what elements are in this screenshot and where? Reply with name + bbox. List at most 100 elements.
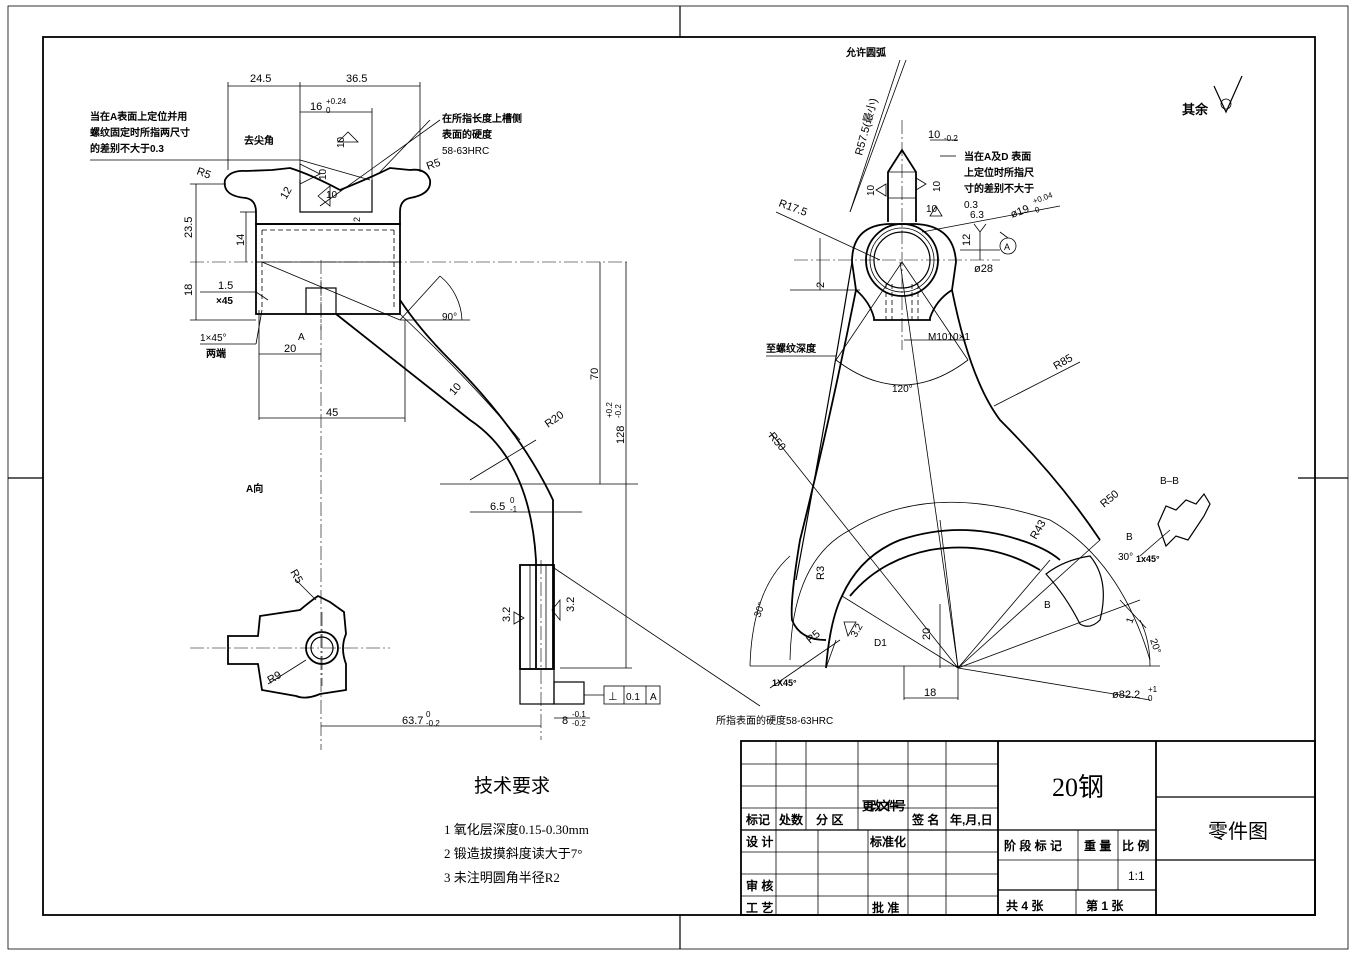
- frame-value: 0.1: [626, 692, 640, 703]
- chamfer-1x45-b: 1x45°: [1136, 554, 1160, 564]
- note-a-line1: 当在A表面上定位并用: [90, 110, 187, 123]
- frame-perp: ⊥: [608, 691, 618, 703]
- dim-36-5: 36.5: [346, 73, 367, 85]
- sheet-border: [7, 5, 1349, 950]
- dia-28: ø28: [974, 263, 993, 275]
- dim-1-5: 1.5: [218, 280, 233, 292]
- row-approve: 批 准: [872, 900, 899, 915]
- dim-8-tol-hi: -0.1: [572, 710, 586, 719]
- dim-6-5-tol-lo: -1: [510, 505, 518, 514]
- dim-6-5-tol-hi: 0: [510, 496, 515, 505]
- r57-5: R57.5(最小): [852, 97, 880, 157]
- rev-header-sign: 签 名: [911, 812, 939, 827]
- row-process: 工 艺: [746, 900, 773, 915]
- stage-header: 阶 段 标 记: [1004, 838, 1062, 853]
- dia-19: ø19: [1009, 203, 1031, 221]
- tech-item-1: 1 氧化层深度0.15-0.30mm: [444, 822, 589, 837]
- dia-82-2: ø82.2: [1112, 689, 1140, 701]
- r43: R43: [1028, 518, 1048, 541]
- label-b-upper: B: [1126, 532, 1133, 543]
- rev-header-count: 处数: [778, 812, 804, 827]
- dia-82-2-tol-hi: +1: [1148, 685, 1158, 694]
- section-bb: B–B: [1160, 476, 1179, 487]
- dim-18-arc: 18: [924, 687, 936, 699]
- dim-8-tol-lo: -0.2: [572, 719, 586, 728]
- slot-roughness-10c: 10: [326, 190, 338, 201]
- slot-roughness-10b: 10: [318, 168, 329, 180]
- dim-10-pin-tol: -0.2: [944, 134, 958, 143]
- left-dimension-texts: 24.5 36.5 16 +0.24 0 当在A表面上定位并用 螺纹固定时所指两…: [90, 73, 657, 728]
- r50-lower: R50: [1098, 488, 1121, 510]
- dim-18: 18: [183, 284, 195, 296]
- rev-header-zone: 分 区: [816, 812, 843, 827]
- note-a-line3: 的差别不大于0.3: [90, 142, 164, 155]
- label-b-lower: B: [1044, 600, 1051, 611]
- angle-120: 120°: [892, 384, 913, 395]
- scale-header: 比 例: [1122, 838, 1149, 853]
- row-check: 审 核: [746, 878, 773, 893]
- note-ad-line3: 寸的差别不大于: [964, 182, 1034, 195]
- dia-19-tol-hi: +0.04: [1032, 190, 1055, 206]
- chamfer-1x45: 1×45°: [200, 333, 227, 344]
- note-ad-line1: 当在A及D 表面: [964, 150, 1031, 163]
- sheet-number: 第 1 张: [1086, 898, 1124, 913]
- dim-24-5: 24.5: [250, 73, 271, 85]
- r17-5: R17.5: [777, 198, 809, 219]
- dim-6-5: 6.5: [490, 501, 505, 513]
- title-block: [740, 740, 1316, 916]
- dim-1-arc: 1: [1124, 616, 1136, 625]
- dim-x45: ×45: [216, 296, 233, 307]
- dim-63-7-tol-lo: -0.2: [426, 719, 440, 728]
- dim-10: 10: [447, 381, 464, 398]
- frame-datum: A: [650, 692, 657, 703]
- dim-12-slot: 12: [278, 185, 295, 202]
- right-dimension-texts: 允许圆弧 R57.5(最小) 10 -0.2 当在A及D 表面 上定位时所指尺 …: [716, 46, 1209, 727]
- view-a-r5: R5: [287, 568, 304, 586]
- dim-12-hub: 12: [961, 234, 973, 246]
- label-a: A: [298, 332, 305, 343]
- thread-depth-note: 至螺纹深度: [766, 342, 817, 355]
- r5-right: R5: [425, 157, 442, 173]
- deburr-note: 去尖角: [244, 134, 274, 147]
- view-a: A向 R5 R9: [190, 482, 390, 699]
- note-hardness-line1: 在所指长度上槽侧: [442, 112, 522, 125]
- pin-roughness-10b: 10: [932, 180, 943, 192]
- dia-82-2-tol-lo: 0: [1148, 694, 1153, 703]
- dim-63-7-tol-hi: 0: [426, 710, 431, 719]
- angle-30: 30°: [752, 601, 768, 619]
- angle-90: 90°: [442, 312, 457, 323]
- tech-item-3: 3 未注明圆角半径R2: [444, 870, 560, 885]
- note-ad-line2: 上定位时所指尺: [964, 166, 1034, 179]
- scale-value: 1:1: [1128, 869, 1145, 883]
- r20: R20: [543, 409, 566, 430]
- roughness-3-2-arc: 3.2: [849, 622, 866, 640]
- r85: R85: [1052, 352, 1075, 372]
- material: 20钢: [1052, 773, 1104, 802]
- both-ends: 两端: [206, 347, 226, 360]
- note-hardness-line3: 58-63HRC: [442, 146, 489, 157]
- pin-roughness-10c: 10: [926, 204, 938, 215]
- datum-a: A: [1004, 242, 1010, 252]
- dim-45: 45: [326, 407, 338, 419]
- dim-20-arc: 20: [921, 628, 933, 640]
- dia-19-tol-lo: 0: [1034, 205, 1042, 215]
- rev-header-mark: 标记: [745, 812, 770, 827]
- roughness-6-3: 6.3: [970, 210, 984, 221]
- tech-item-2: 2 锻造拔摸斜度读大于7°: [444, 846, 582, 861]
- technical-requirements: 技术要求 1 氧化层深度0.15-0.30mm 2 锻造拔摸斜度读大于7° 3 …: [444, 775, 589, 885]
- roughness-3-2-a: 3.2: [501, 607, 513, 622]
- dim-128-tol-lo: -0.2: [614, 404, 623, 418]
- dim-23-5: 23.5: [183, 217, 195, 238]
- left-main-view: [90, 82, 761, 750]
- dim-14: 14: [235, 234, 247, 246]
- roughness-3-2-b: 3.2: [565, 597, 577, 612]
- r5-arc: R5: [804, 628, 822, 646]
- view-a-label: A向: [246, 482, 263, 495]
- d1-label: D1: [874, 638, 887, 649]
- dim-8: 8: [562, 715, 568, 727]
- note-a-line2: 螺纹固定时所指两尺寸: [90, 126, 190, 139]
- dim-128: 128: [615, 426, 627, 444]
- dim-10-pin: 10: [928, 129, 940, 141]
- weight-header: 重 量: [1084, 838, 1111, 853]
